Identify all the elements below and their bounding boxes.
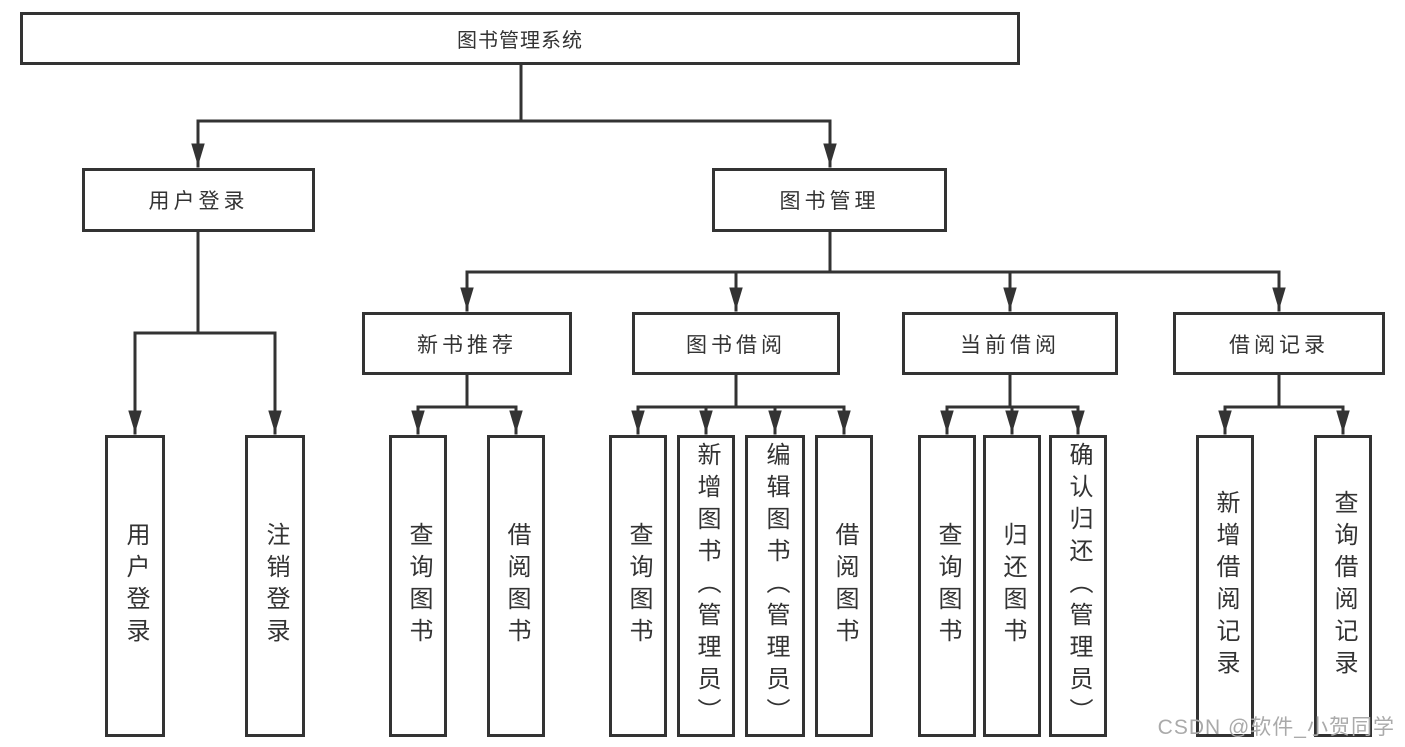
node-label: 查询借阅记录 [1330, 490, 1357, 682]
leaf-query-books-1: 查询图书 [389, 435, 447, 737]
leaf-user-login: 用户登录 [105, 435, 165, 737]
node-label: 归还图书 [999, 522, 1026, 650]
node-label: 注销登录 [262, 522, 289, 650]
node-book-borrowing: 图书借阅 [632, 312, 840, 375]
node-label: 用户登录 [148, 190, 249, 213]
node-user-login: 用户登录 [82, 168, 315, 232]
node-label: 新增图书（管理员） [693, 442, 720, 730]
leaf-query-books-2: 查询图书 [609, 435, 667, 737]
leaf-query-borrow-record: 查询借阅记录 [1314, 435, 1372, 737]
node-label: 借阅图书 [503, 522, 530, 650]
node-label: 编辑图书（管理员） [762, 442, 789, 730]
leaf-return-books: 归还图书 [983, 435, 1041, 737]
leaf-borrow-books-2: 借阅图书 [815, 435, 873, 737]
node-label: 用户登录 [122, 522, 149, 650]
node-label: 查询图书 [934, 522, 961, 650]
leaf-edit-books-admin: 编辑图书（管理员） [745, 435, 805, 737]
node-label: 图书管理 [779, 190, 880, 213]
node-label: 图书借阅 [686, 333, 786, 357]
node-label: 新书推荐 [417, 333, 517, 357]
node-label: 新增借阅记录 [1212, 490, 1239, 682]
node-label: 查询图书 [405, 522, 432, 650]
node-label: 确认归还（管理员） [1065, 442, 1092, 730]
csdn-watermark: CSDN @软件_小贺同学 [1157, 716, 1395, 739]
node-label: 借阅记录 [1229, 333, 1329, 357]
leaf-query-books-3: 查询图书 [918, 435, 976, 737]
node-label: 当前借阅 [960, 333, 1060, 357]
node-borrowing-records: 借阅记录 [1173, 312, 1385, 375]
node-current-borrowing: 当前借阅 [902, 312, 1118, 375]
node-label: 查询图书 [625, 522, 652, 650]
leaf-borrow-books-1: 借阅图书 [487, 435, 545, 737]
node-label: 借阅图书 [831, 522, 858, 650]
node-label: 图书管理系统 [457, 30, 583, 52]
leaf-confirm-return-admin: 确认归还（管理员） [1049, 435, 1107, 737]
leaf-add-borrow-record: 新增借阅记录 [1196, 435, 1254, 737]
leaf-logout: 注销登录 [245, 435, 305, 737]
node-new-book-recommend: 新书推荐 [362, 312, 572, 375]
node-book-management: 图书管理 [712, 168, 947, 232]
node-library-management-system: 图书管理系统 [20, 12, 1020, 65]
leaf-add-books-admin: 新增图书（管理员） [677, 435, 735, 737]
